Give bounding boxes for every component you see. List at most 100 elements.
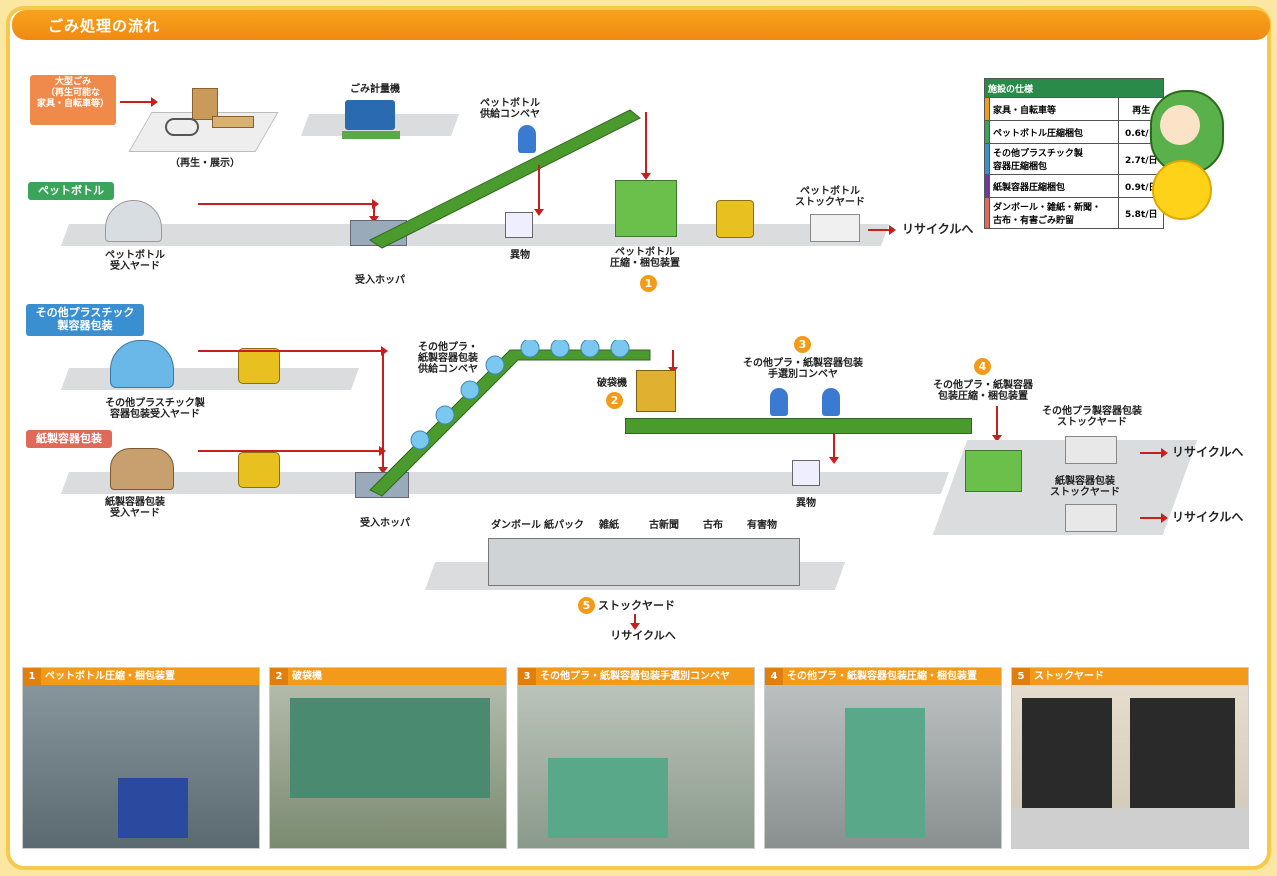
forklift1 [716, 200, 754, 238]
worker2 [770, 388, 788, 416]
hand-sort-conveyor [625, 418, 972, 434]
photo-3-header: 3 その他プラ・紙製容器包装手選別コンベヤ [518, 668, 754, 685]
spec-name-4: ダンボール・雑紙・新聞・ 古布・有害ごみ貯留 [990, 198, 1119, 229]
photo-4-header: 4 その他プラ・紙製容器包装圧縮・梱包装置 [765, 668, 1001, 685]
worker1 [518, 125, 536, 153]
plastic-pile [110, 340, 174, 388]
label-plastic-yard: その他プラスチック製 容器包装受入ヤード [95, 398, 215, 420]
label-recycle-bottom: リサイクルへ [598, 630, 688, 641]
worker3 [822, 388, 840, 416]
label-pet-stock: ペットボトル ストックヤード [790, 186, 870, 208]
photo-4-num: 4 [765, 668, 783, 685]
photo-1-machine [118, 778, 188, 838]
number-1: 1 [640, 275, 657, 292]
photo-3: 3 その他プラ・紙製容器包装手選別コンベヤ [517, 667, 755, 849]
tag-pet: ペットボトル [28, 182, 114, 200]
loader1 [238, 348, 280, 384]
paper-recycle-label: リサイクルへ [1172, 508, 1243, 525]
storage-item-2: 雑紙 [594, 520, 624, 531]
label-scale: ごみ計量機 [340, 84, 410, 95]
mascot-ball [1152, 160, 1212, 220]
title-bar: ごみ処理の流れ [12, 10, 1270, 40]
photo-1: 1 ペットボトル圧縮・梱包装置 [22, 667, 260, 849]
storage-item-4: 古布 [698, 520, 728, 531]
press2-machine [965, 450, 1022, 492]
photo-2: 2 破袋機 [269, 667, 507, 849]
photo-5-door-right [1130, 698, 1235, 808]
arrow-pet-recycle [868, 229, 890, 231]
page-title: ごみ処理の流れ [48, 15, 160, 36]
number-2: 2 [606, 392, 623, 409]
arrow-stockyard-down [634, 614, 636, 624]
photo-2-header: 2 破袋機 [270, 668, 506, 685]
photo-3-num: 3 [518, 668, 536, 685]
label-plastic-conveyor: その他プラ・ 紙製容器包装 供給コンベヤ [408, 342, 488, 375]
breaker-machine [636, 370, 676, 412]
label-breaker: 破袋機 [592, 378, 632, 389]
number-5: 5 [578, 597, 595, 614]
arrow-press2 [996, 406, 998, 436]
spec-name-2: その他プラスチック製 容器圧縮梱包 [990, 144, 1119, 175]
storage-item-1: 紙パック [542, 520, 586, 531]
label-foreign2: 異物 [786, 498, 826, 509]
label-pet-conveyor: ペットボトル 供給コンベヤ [470, 98, 550, 120]
photo-5-header: 5 ストックヤード [1012, 668, 1248, 685]
pet-press-machine [615, 180, 677, 237]
storage-bays [488, 538, 800, 586]
spec-name-3: 紙製容器圧縮梱包 [990, 175, 1119, 198]
photo-2-num: 2 [270, 668, 288, 685]
label-pet-yard: ペットボトル 受入ヤード [100, 250, 170, 272]
label-hand-conveyor: その他プラ・紙製容器包装 手選別コンベヤ [738, 358, 868, 380]
paper-stock-bales [1065, 504, 1117, 532]
label-display: （再生・展示） [170, 158, 240, 169]
photo-3-machine [548, 758, 668, 838]
label-press2: その他プラ・紙製容器 包装圧縮・梱包装置 [928, 380, 1038, 402]
pet-stock-bales [810, 214, 860, 242]
arrow-pet-press [645, 112, 647, 174]
tag-plastic: その他プラスチック 製容器包装 [26, 304, 144, 336]
photo-5-floor [1012, 808, 1248, 848]
loader2 [238, 452, 280, 488]
storage-item-3: 古新聞 [644, 520, 684, 531]
arrow-pet [198, 203, 373, 205]
photo-5-num: 5 [1012, 668, 1030, 685]
photo-1-num: 1 [23, 668, 41, 685]
pet-recycle-label: リサイクルへ [902, 220, 973, 237]
label-hopper1: 受入ホッパ [350, 275, 410, 286]
label-paper-yard: 紙製容器包装 受入ヤード [95, 497, 175, 519]
storage-item-5: 有害物 [742, 520, 782, 531]
label-pet-press: ペットボトル 圧縮・梱包装置 [610, 247, 680, 269]
number-4: 4 [974, 358, 991, 375]
label-paper-stock: 紙製容器包装 ストックヤード [1045, 476, 1125, 498]
table-icon [212, 116, 254, 128]
plastic-stock-bales [1065, 436, 1117, 464]
photo-4-title: その他プラ・紙製容器包装圧縮・梱包装置 [787, 671, 977, 682]
label-stockyard: ストックヤード [598, 600, 688, 611]
arrow-paper-recycle [1140, 517, 1162, 519]
foreign-box1 [505, 212, 533, 238]
photo-5-door-left [1022, 698, 1112, 808]
spec-table: 施設の仕様 家具・自転車等再生 ペットボトル圧縮梱包0.6t/日 その他プラスチ… [984, 78, 1164, 229]
photo-3-title: その他プラ・紙製容器包装手選別コンベヤ [540, 671, 730, 682]
photo-2-title: 破袋機 [292, 671, 322, 682]
bicycle-icon [165, 118, 199, 136]
photo-4-machine [845, 708, 925, 838]
photo-1-title: ペットボトル圧縮・梱包装置 [45, 671, 175, 682]
tag-paper: 紙製容器包装 [26, 430, 112, 448]
photo-4: 4 その他プラ・紙製容器包装圧縮・梱包装置 [764, 667, 1002, 849]
number-3: 3 [794, 336, 811, 353]
arrow-large [120, 101, 152, 103]
spec-header: 施設の仕様 [985, 79, 1164, 98]
arrow-foreign1 [538, 165, 540, 210]
label-plastic-stock: その他プラ製容器包装 ストックヤード [1032, 406, 1152, 428]
photo-2-machine [290, 698, 490, 798]
tag-large-items: 大型ごみ （再生可能な 家具・自転車等） [30, 75, 116, 125]
arrow-plastic [198, 350, 382, 352]
paper-pile [110, 448, 174, 490]
label-foreign1: 異物 [500, 250, 540, 261]
mascot-face [1160, 105, 1200, 145]
arrow-paper [198, 450, 380, 452]
arrow-foreign2 [833, 434, 835, 458]
photo-5-title: ストックヤード [1034, 671, 1104, 682]
arrow-plastic-recycle [1140, 452, 1162, 454]
